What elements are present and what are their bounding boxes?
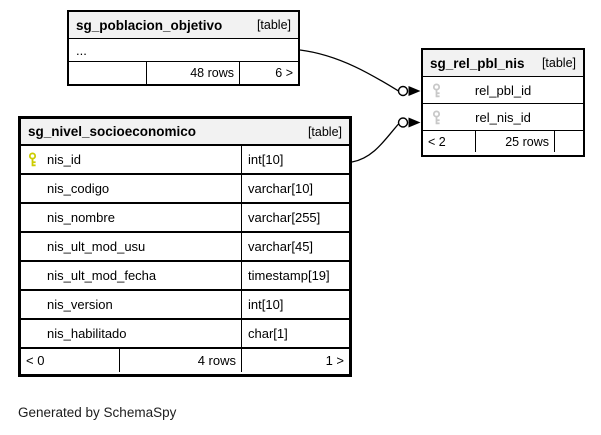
table-type-label: [table] — [307, 124, 342, 139]
relationship-line-poblacion-rel — [299, 49, 421, 97]
footer-out-degree[interactable]: 6 > — [275, 66, 293, 80]
column-row-nis-id[interactable]: nis_id int[10] — [21, 146, 349, 175]
footer-in-degree[interactable]: < 2 — [423, 131, 476, 152]
column-type: int[10] — [248, 297, 284, 312]
footer-in-degree[interactable]: < 0 — [21, 349, 120, 372]
zero-one-circle-glyph — [397, 85, 409, 97]
column-type: varchar[255] — [248, 210, 321, 225]
table-type-label: [table] — [256, 18, 291, 32]
table-header: sg_nivel_socioeconomico [table] — [21, 119, 349, 146]
column-type: timestamp[19] — [248, 268, 330, 283]
column-row-nis-habilitado[interactable]: nis_habilitado char[1] — [21, 320, 349, 349]
column-name: nis_ult_mod_usu — [47, 239, 146, 254]
column-row-nis-version[interactable]: nis_version int[10] — [21, 291, 349, 320]
column-type: varchar[45] — [248, 239, 314, 254]
table-name[interactable]: sg_poblacion_objetivo — [76, 17, 223, 33]
table-type-label: [table] — [541, 56, 576, 70]
column-name: nis_id — [47, 152, 81, 167]
table-node-sg-poblacion-objetivo[interactable]: sg_poblacion_objetivo [table] ... 48 row… — [67, 10, 300, 86]
column-row-nis-ult-mod-fecha[interactable]: nis_ult_mod_fecha timestamp[19] — [21, 262, 349, 291]
table-name[interactable]: sg_rel_pbl_nis — [430, 55, 525, 71]
column-name: nis_habilitado — [47, 326, 127, 341]
table-footer: < 0 4 rows 1 > — [21, 349, 349, 372]
column-row-nis-codigo[interactable]: nis_codigo varchar[10] — [21, 175, 349, 204]
footer-in-degree — [69, 62, 147, 84]
table-footer: < 2 25 rows — [423, 131, 583, 152]
primary-key-icon — [27, 151, 47, 168]
column-name: nis_ult_mod_fecha — [47, 268, 157, 283]
table-header: sg_poblacion_objetivo [table] — [69, 12, 298, 39]
key-icon — [431, 83, 451, 99]
collapsed-columns-ellipsis: ... — [76, 42, 87, 58]
arrowhead-glyph — [408, 117, 421, 128]
column-row-nis-ult-mod-usu[interactable]: nis_ult_mod_usu varchar[45] — [21, 233, 349, 262]
table-footer: 48 rows 6 > — [69, 62, 298, 84]
generated-by-note: Generated by SchemaSpy — [18, 405, 177, 420]
column-type: char[1] — [248, 326, 288, 341]
column-row-rel-pbl-id[interactable]: rel_pbl_id — [423, 77, 583, 104]
column-name: nis_nombre — [47, 210, 115, 225]
column-name: nis_version — [47, 297, 113, 312]
column-row-rel-nis-id[interactable]: rel_nis_id — [423, 104, 583, 131]
collapsed-columns-row[interactable]: ... — [69, 39, 298, 62]
footer-out-degree — [555, 131, 583, 152]
table-node-sg-nivel-socioeconomico[interactable]: sg_nivel_socioeconomico [table] nis_id i… — [18, 116, 352, 377]
column-type: varchar[10] — [248, 181, 314, 196]
key-icon — [431, 110, 451, 126]
footer-out-degree[interactable]: 1 > — [325, 353, 344, 368]
relationship-line-nivel-rel — [351, 117, 421, 163]
footer-row-count: 48 rows — [147, 62, 240, 84]
column-row-nis-nombre[interactable]: nis_nombre varchar[255] — [21, 204, 349, 233]
column-name: rel_pbl_id — [474, 82, 532, 98]
table-name[interactable]: sg_nivel_socioeconomico — [28, 124, 197, 139]
column-type: int[10] — [248, 152, 284, 167]
arrowhead-glyph — [408, 86, 421, 96]
footer-row-count: 25 rows — [476, 131, 555, 152]
table-node-sg-rel-pbl-nis[interactable]: sg_rel_pbl_nis [table] rel_pbl_id — [421, 48, 585, 157]
zero-one-circle-glyph — [397, 117, 409, 128]
column-name: nis_codigo — [47, 181, 110, 196]
footer-row-count: 4 rows — [120, 349, 242, 372]
table-header: sg_rel_pbl_nis [table] — [423, 50, 583, 77]
column-name: rel_nis_id — [475, 109, 531, 125]
